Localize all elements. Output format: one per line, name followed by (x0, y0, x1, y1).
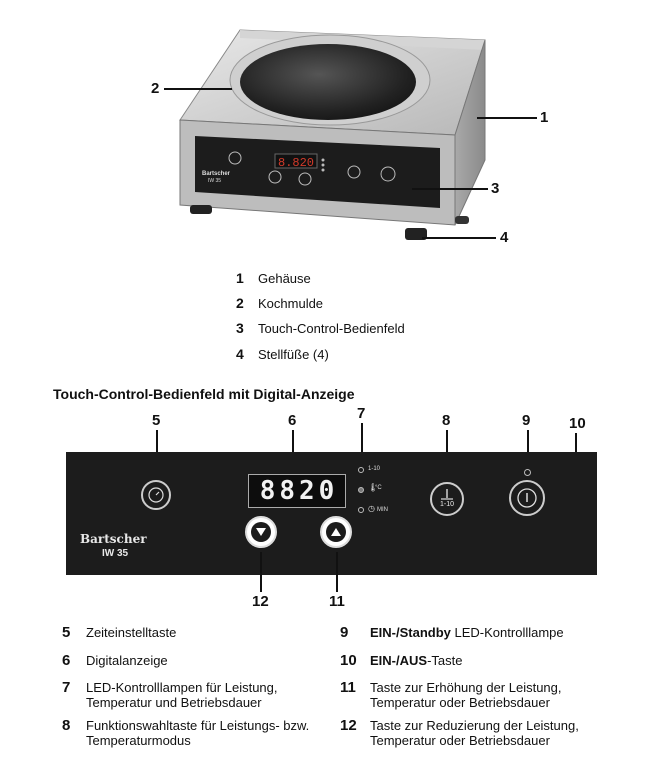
chevron-up-icon (326, 522, 346, 542)
clock-icon (148, 487, 164, 503)
led-power-label: 1-10 (368, 466, 381, 472)
leader-4 (422, 237, 496, 239)
model-label: IW 35 (102, 548, 129, 559)
small-clock-icon: ◷ (368, 504, 375, 513)
callout-9: 9 (522, 412, 531, 429)
callout-3: 3 (491, 180, 500, 197)
cooker-illustration: 8.820 Bartscher IW 35 (170, 20, 490, 245)
leader-2 (164, 88, 232, 90)
callout-11: 11 (329, 593, 345, 610)
callout-6: 6 (288, 412, 297, 429)
callout-10: 10 (569, 415, 586, 432)
led-temperature (358, 487, 364, 493)
cooker-brand: Bartscher (202, 171, 231, 177)
power-icon (517, 488, 537, 508)
leader-12 (260, 552, 262, 592)
callout-1: 1 (540, 109, 549, 126)
cooker-drawing: 8.820 Bartscher IW 35 (179, 29, 486, 240)
leader-3 (412, 188, 488, 190)
led-time-label: MIN (377, 507, 388, 513)
display-digit: 8 (259, 476, 276, 506)
display-digit: 8 (279, 476, 295, 506)
led-temperature-label: °C (375, 485, 382, 491)
standby-led (524, 469, 531, 476)
led-power (358, 467, 364, 473)
control-panel: 8 8 2 0 1-10 🌡 °C ◷ MIN 1-10 (66, 452, 597, 575)
callout-4: 4 (500, 229, 509, 246)
callout-12: 12 (252, 593, 269, 610)
leader-6 (292, 430, 294, 472)
leader-11 (336, 552, 338, 592)
increase-button[interactable] (320, 516, 352, 548)
timer-button[interactable] (141, 480, 171, 510)
display-digit: 0 (318, 476, 335, 506)
digital-display: 8 8 2 0 (248, 474, 346, 508)
callout-2: 2 (151, 80, 160, 97)
thermometer-icon: 🌡 (368, 483, 379, 492)
brand-logo: Bartscher (80, 532, 147, 546)
callout-5: 5 (152, 412, 161, 429)
display-digit: 2 (299, 476, 315, 506)
panel-section-title: Touch-Control-Bedienfeld mit Digital-Anz… (53, 386, 355, 402)
leader-1 (477, 117, 537, 119)
callout-8: 8 (442, 412, 451, 429)
svg-text:IW 35: IW 35 (208, 178, 221, 184)
decrease-button[interactable] (245, 516, 277, 548)
leader-9 (527, 430, 529, 460)
leader-7 (361, 423, 363, 453)
thermometer-function-icon (441, 489, 453, 500)
function-select-button[interactable]: 1-10 (430, 482, 464, 516)
svg-text:8.820: 8.820 (278, 156, 314, 170)
function-key-label: 1-10 (439, 501, 454, 508)
callout-7: 7 (357, 405, 366, 422)
led-time (358, 507, 364, 513)
chevron-down-icon (251, 522, 271, 542)
power-button[interactable] (509, 480, 545, 516)
